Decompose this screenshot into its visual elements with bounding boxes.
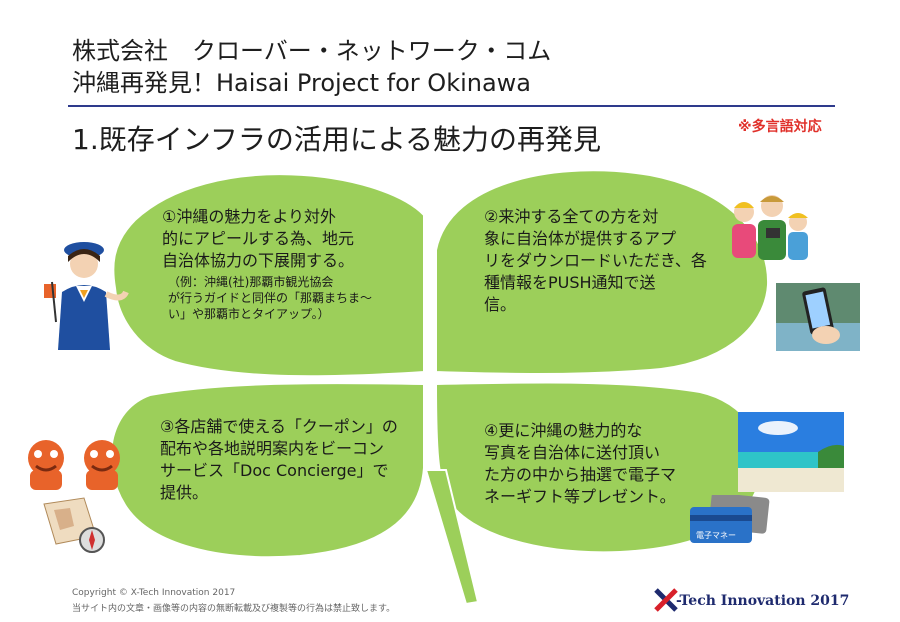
smartphone-photo-icon	[776, 283, 860, 351]
leaf-bottom-left	[109, 382, 425, 559]
shisa-lions-icon	[28, 440, 120, 490]
tour-guide-icon	[44, 242, 129, 350]
section-heading: 1.既存インフラの活用による魅力の再発見	[72, 123, 602, 156]
e-money-card-label: 電子マネー	[696, 531, 736, 540]
tourist-family-icon	[732, 195, 808, 260]
leaf-top-left	[112, 173, 425, 378]
leaf-top-right-text: ②来沖する全ての方を対 象に自治体が提供するアプ リをダウンロードいただき、各 …	[484, 207, 707, 314]
header-rule	[68, 105, 835, 107]
copyright-notice: 当サイト内の文章・画像等の内容の無断転載及び複製等の行為は禁止致します。	[72, 604, 396, 614]
map-compass-icon	[43, 497, 105, 553]
leaf-bottom-right-text: ④更に沖縄の魅力的な 写真を自治体に送付頂い た方の中から抽選で電子マ ネーギフ…	[484, 421, 677, 506]
copyright-text: Copyright © X-Tech Innovation 2017	[72, 588, 236, 598]
e-money-card-icon	[690, 495, 770, 543]
leaf-top-left-text: ①沖縄の魅力をより対外 的にアピールする為、地元 自治体協力の下展開する。 （例…	[162, 207, 373, 321]
x-logo-icon	[654, 588, 678, 612]
project-title: 沖縄再発見！Haisai Project for Okinawa	[72, 69, 532, 97]
leaf-bottom-left-text: ③各店舗で使える「クーポン」の 配布や各地説明案内をビーコン サービス「Doc …	[160, 417, 398, 502]
multilingual-note: ※多言語対応	[738, 119, 822, 135]
brand-name: -Tech Innovation 2017	[676, 593, 850, 609]
leaf-top-right	[435, 169, 770, 375]
beach-photo-icon	[738, 412, 844, 492]
clover-stem	[424, 469, 480, 606]
company-title: 株式会社 クローバー・ネットワーク・コム	[72, 37, 552, 65]
